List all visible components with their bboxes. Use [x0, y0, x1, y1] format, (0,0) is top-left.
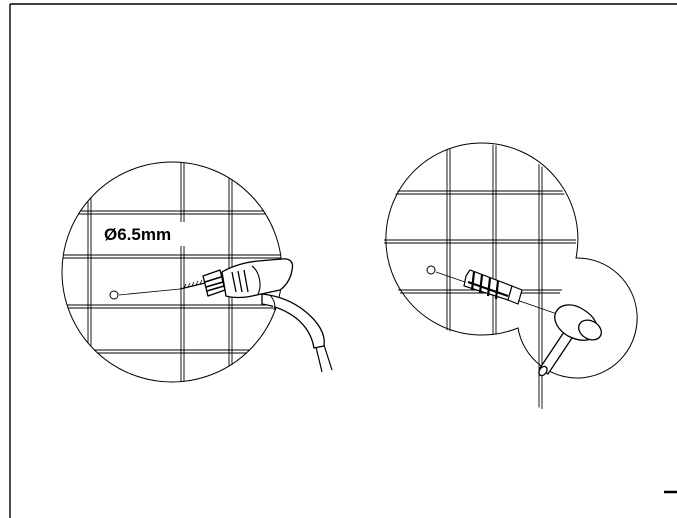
electric-drill-icon [179, 258, 333, 373]
hole-diameter-label: Ø6.5mm [104, 225, 171, 244]
drill-step-panel: Ø6.5mm [61, 161, 333, 383]
detail-circle [385, 142, 638, 379]
drill-hole [426, 265, 436, 275]
alignment-line [118, 288, 181, 296]
drill-hole [109, 290, 119, 300]
anchor-step-panel [384, 142, 638, 415]
wall-anchor-icon [463, 269, 523, 305]
page-frame [9, 3, 677, 518]
mallet-icon [538, 304, 602, 377]
